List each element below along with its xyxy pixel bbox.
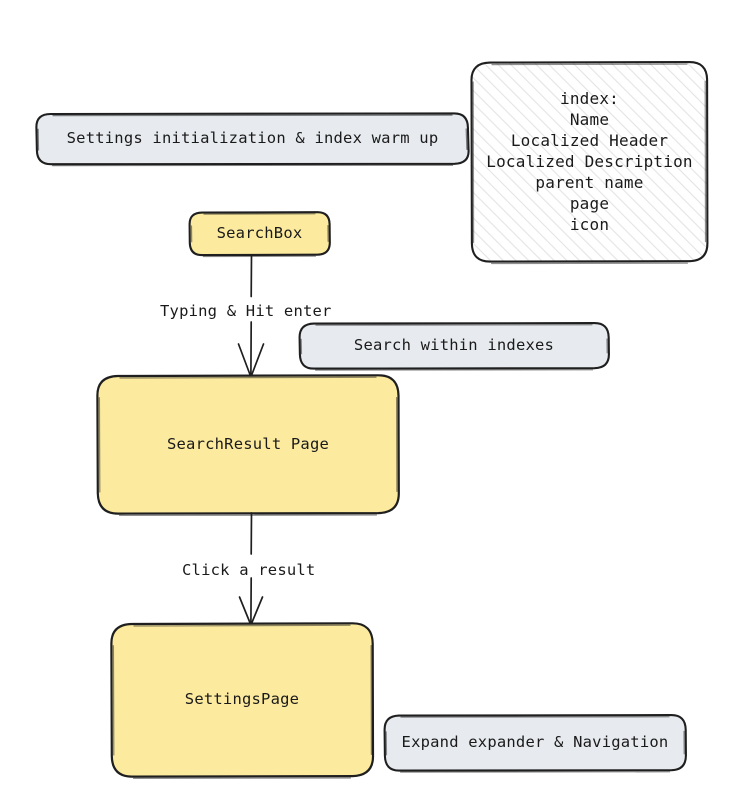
- node-search-result-page[interactable]: [96, 374, 400, 517]
- node-search-box[interactable]: [188, 211, 331, 258]
- edge-click-a-result: [238, 512, 264, 626]
- node-settings-init[interactable]: [35, 112, 470, 167]
- node-settings-page[interactable]: [110, 622, 375, 780]
- node-expand-expander[interactable]: [383, 714, 687, 773]
- node-search-within-indexes[interactable]: [298, 322, 610, 371]
- edge-typing-hit-enter: [237, 254, 265, 378]
- node-index[interactable]: [470, 61, 709, 265]
